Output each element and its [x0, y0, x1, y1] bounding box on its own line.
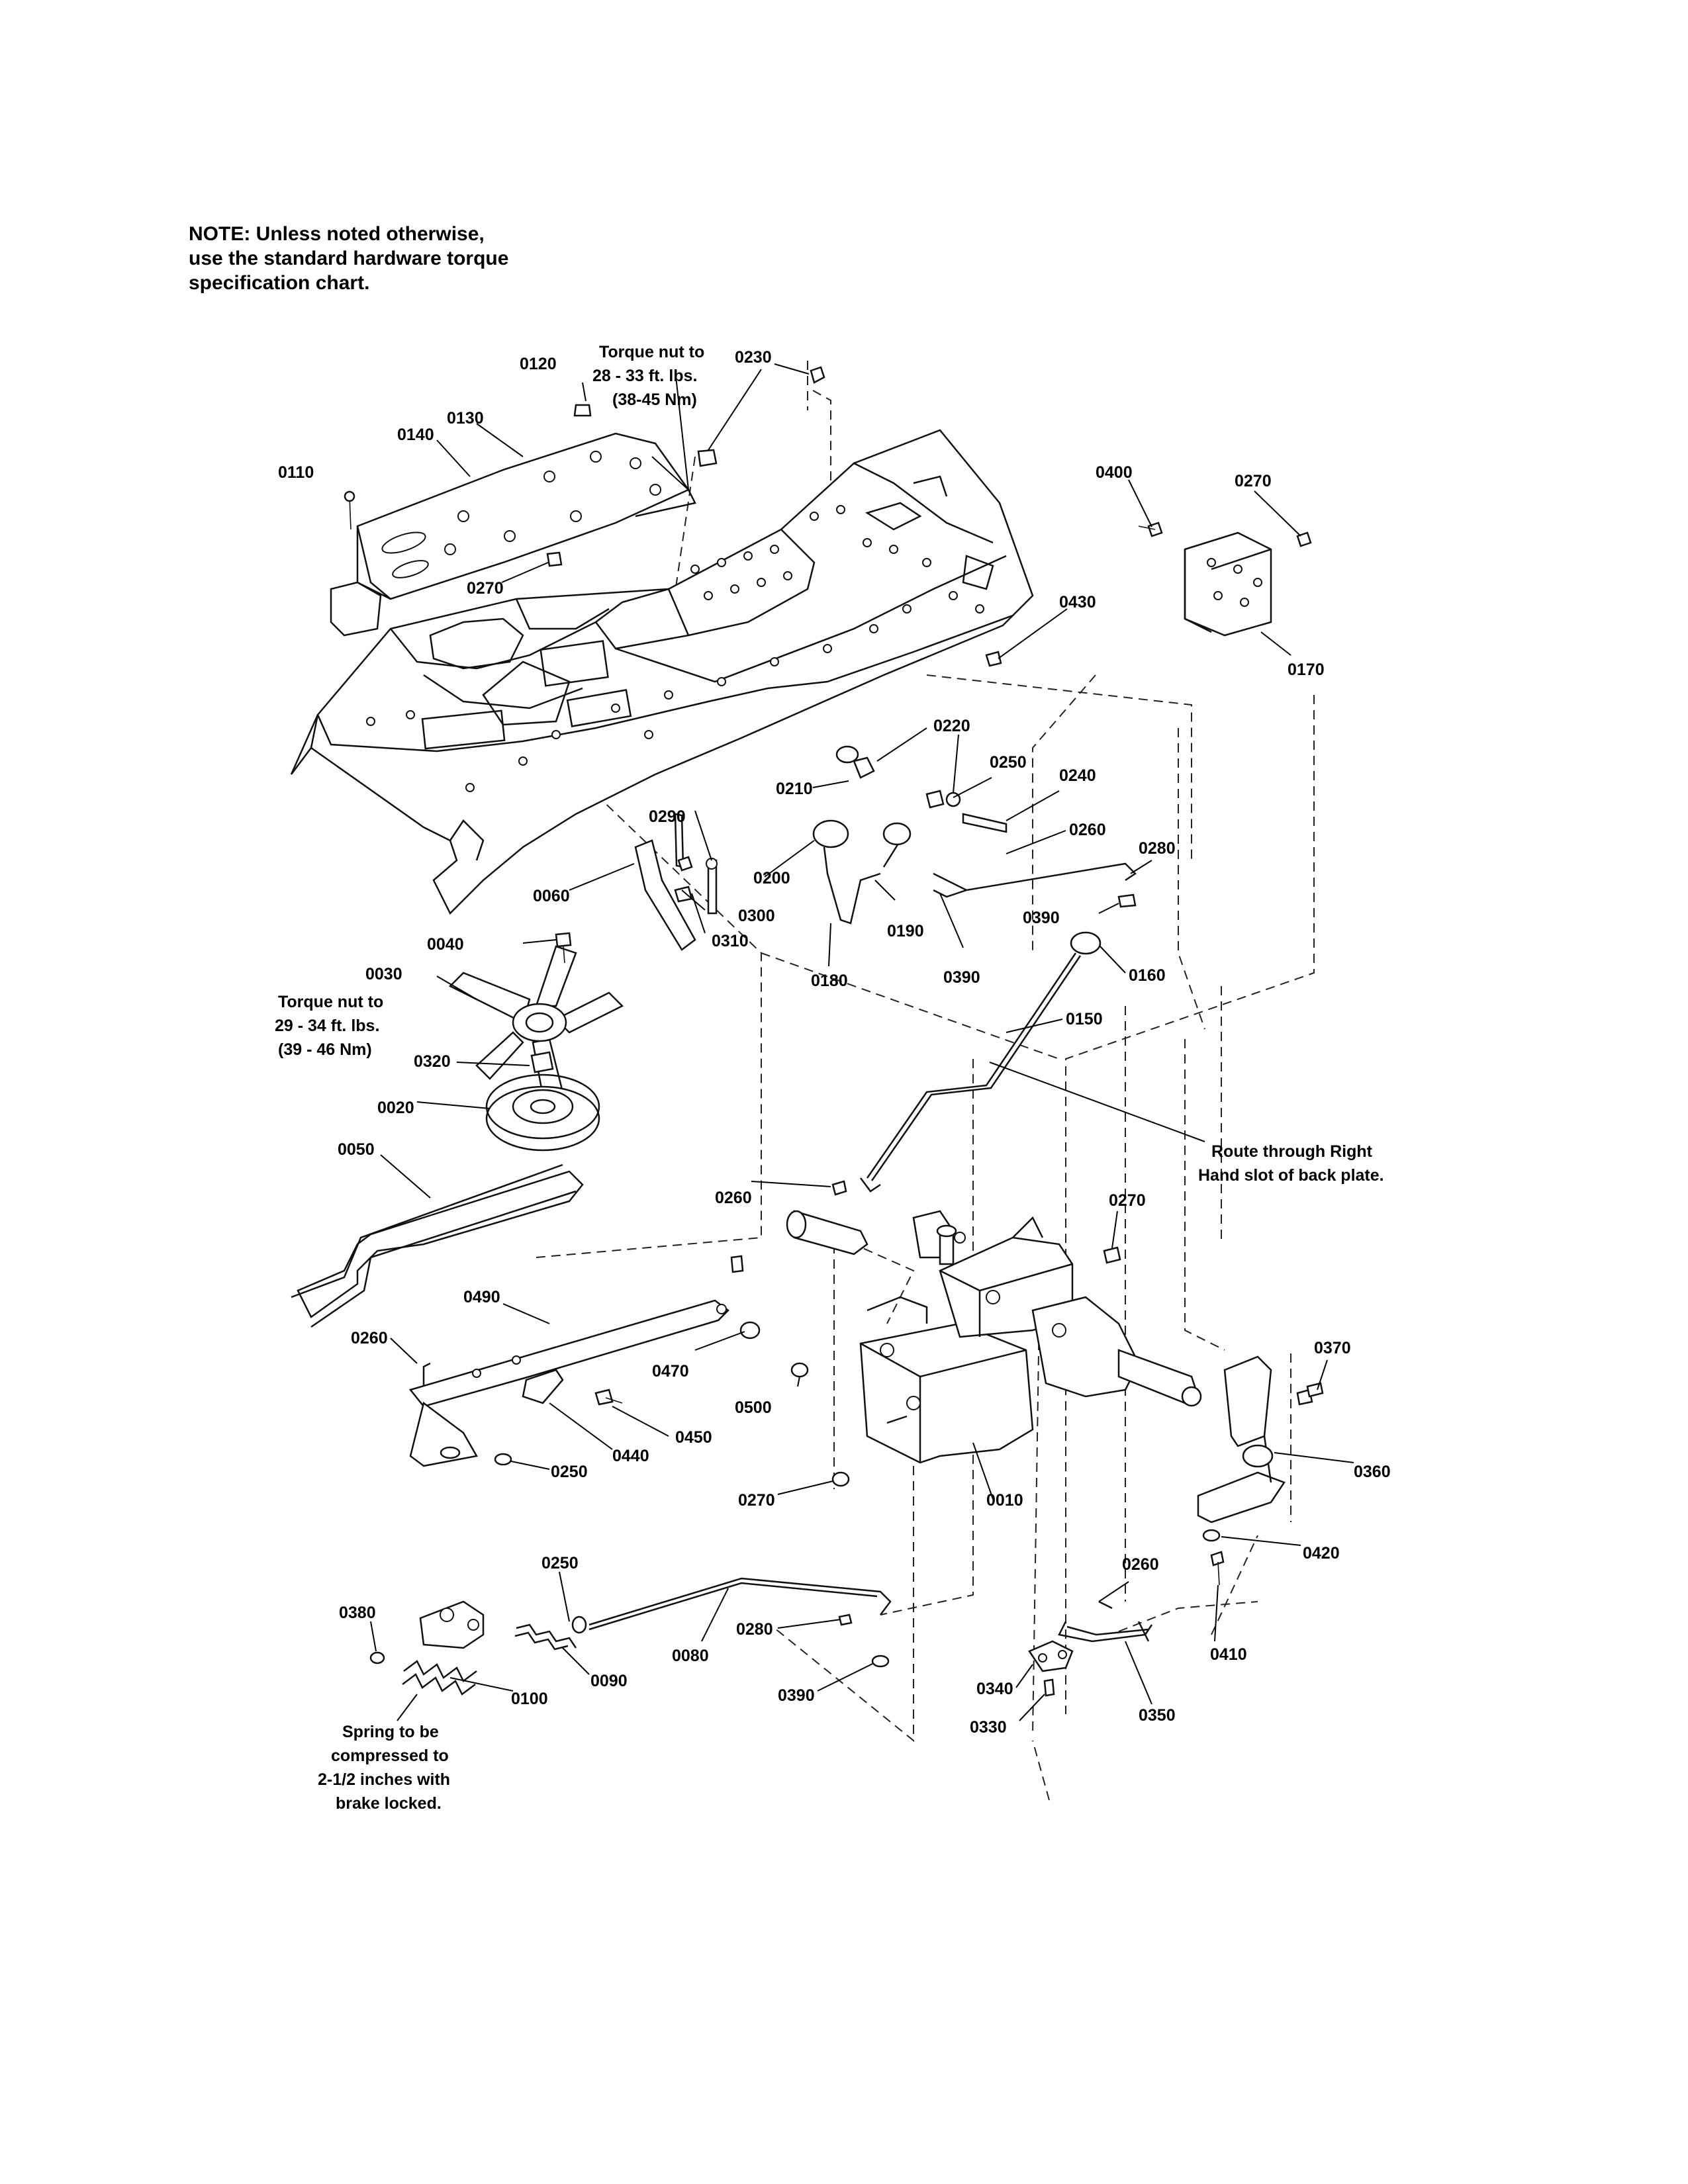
callout-0470: 0470: [652, 1362, 689, 1381]
callout-0330: 0330: [970, 1718, 1007, 1737]
lever-arm-0490: [408, 1299, 729, 1467]
callout-0220: 0220: [933, 717, 970, 735]
spring-note: Spring to be compressed to 2-1/2 inches …: [318, 1723, 450, 1813]
callout-0210: 0210: [776, 780, 813, 798]
spring-line-1: Spring to be: [342, 1723, 439, 1741]
bolt-0040: [555, 932, 572, 964]
callout-0280-lower: 0280: [736, 1620, 773, 1639]
transaxle-0010: [786, 1210, 1202, 1464]
callout-0260-lever: 0260: [351, 1329, 388, 1347]
callout-0410: 0410: [1210, 1645, 1247, 1664]
callout-0380: 0380: [339, 1604, 376, 1622]
callout-0250-lever: 0250: [551, 1463, 588, 1481]
callout-0260-upper: 0260: [1069, 821, 1106, 839]
callout-0040: 0040: [427, 935, 464, 954]
callout-0390-upper: 0390: [1023, 909, 1060, 927]
torque-fan-line-3: (39 - 46 Nm): [278, 1040, 372, 1059]
torque-fan-line-2: 29 - 34 ft. lbs.: [275, 1017, 379, 1035]
spring-line-2: compressed to: [331, 1747, 449, 1765]
callout-0240: 0240: [1059, 766, 1096, 785]
pulley-0020: [485, 1051, 600, 1152]
callout-0300: 0300: [738, 907, 775, 925]
frame-holes: [366, 505, 984, 792]
torque-top-line-1: Torque nut to: [599, 343, 704, 361]
torque-top-line-2: 28 - 33 ft. lbs.: [592, 367, 697, 385]
route-line-2: Hand slot of back plate.: [1198, 1166, 1384, 1185]
callout-0050: 0050: [338, 1140, 375, 1159]
rod-0150: [860, 931, 1102, 1193]
callout-0180: 0390: [943, 968, 980, 987]
callout-0110: 0110: [278, 463, 314, 482]
callout-0200: 0200: [753, 869, 790, 887]
callout-0250-upper: 0250: [990, 753, 1027, 772]
bracket-0170: [985, 522, 1312, 667]
callout-0390-lever: 0190: [887, 922, 924, 940]
callout-0260-rod: 0260: [715, 1189, 752, 1207]
diagram-note: NOTE: Unless noted otherwise, use the st…: [189, 222, 508, 295]
callout-0320: 0320: [414, 1052, 451, 1071]
callout-0490: 0490: [463, 1288, 500, 1306]
callout-0280-upper: 0280: [1139, 839, 1176, 858]
callout-0010: 0010: [986, 1491, 1023, 1510]
callout-0020: 0020: [377, 1099, 414, 1117]
part-callouts: 0120 0230 0130 0140 0110 0270 0400 0270 …: [278, 348, 1391, 1737]
callout-0140: 0140: [397, 426, 434, 444]
torque-note-top: Torque nut to 28 - 33 ft. lbs. (38-45 Nm…: [592, 343, 704, 409]
spring-line-3: 2-1/2 inches with: [318, 1770, 450, 1789]
callout-0030: 0030: [365, 965, 402, 983]
panel-hardware: [344, 366, 825, 567]
linkage-0350: [1028, 1600, 1153, 1697]
callout-0080: 0080: [672, 1647, 709, 1665]
torque-fan-line-1: Torque nut to: [278, 993, 383, 1011]
brake-linkage-upper: [812, 745, 1137, 925]
spring-line-4: brake locked.: [336, 1794, 442, 1813]
dash-panel-0130: [330, 432, 690, 637]
callout-0270-bracket: 0270: [1235, 472, 1272, 490]
callout-0150: 0150: [1066, 1010, 1103, 1028]
callout-0230: 0230: [735, 348, 772, 367]
callout-0290: 0290: [649, 807, 686, 826]
brake-rod-0080: [369, 1577, 892, 1696]
callout-0340: 0340: [976, 1680, 1013, 1698]
fan-0030: [448, 945, 624, 1097]
callout-0440: 0440: [612, 1447, 649, 1465]
callout-0400: 0400: [1096, 463, 1133, 482]
bracket-0360: [1197, 1355, 1324, 1586]
callout-0350: 0350: [1139, 1706, 1176, 1725]
note-line-3: specification chart.: [189, 272, 370, 294]
callout-0090: 0090: [590, 1672, 628, 1690]
callout-0120: 0120: [520, 355, 557, 373]
callout-0100: 0100: [511, 1690, 548, 1708]
leader-lines: [370, 363, 1354, 1721]
note-line-2: use the standard hardware torque: [189, 248, 509, 269]
torque-top-line-3: (38-45 Nm): [612, 390, 697, 409]
callout-0500: 0500: [735, 1398, 772, 1417]
callout-0130: 0130: [447, 409, 484, 428]
callout-0160: 0160: [1129, 966, 1166, 985]
torque-note-fan: Torque nut to 29 - 34 ft. lbs. (39 - 46 …: [275, 993, 383, 1059]
callout-0450: 0450: [675, 1428, 712, 1447]
callout-0430: 0430: [1059, 593, 1096, 612]
callout-0270-transaxle: 0270: [1109, 1191, 1146, 1210]
route-note: Route through Right Hand slot of back pl…: [1198, 1142, 1384, 1185]
belt-0050: [291, 1163, 584, 1328]
callout-0390-lower: 0390: [778, 1686, 815, 1705]
callout-0190: 0180: [811, 972, 848, 990]
note-line-1: NOTE: Unless noted otherwise,: [189, 223, 485, 245]
callout-0170: 0170: [1288, 660, 1325, 679]
callout-0360: 0360: [1354, 1463, 1391, 1481]
bracket-0060: [634, 813, 718, 951]
callout-0060: 0060: [533, 887, 570, 905]
callout-0270-lower: 0270: [738, 1491, 775, 1510]
chassis-frame: [290, 429, 1034, 915]
callout-0260-lower: 0260: [1122, 1555, 1159, 1574]
callout-0310: 0310: [712, 932, 749, 950]
callout-0420: 0420: [1303, 1544, 1340, 1563]
callout-0370: 0370: [1314, 1339, 1351, 1357]
callout-0250-lower: 0250: [541, 1554, 579, 1572]
route-line-1: Route through Right: [1211, 1142, 1373, 1161]
callout-0270-panel: 0270: [467, 579, 504, 598]
